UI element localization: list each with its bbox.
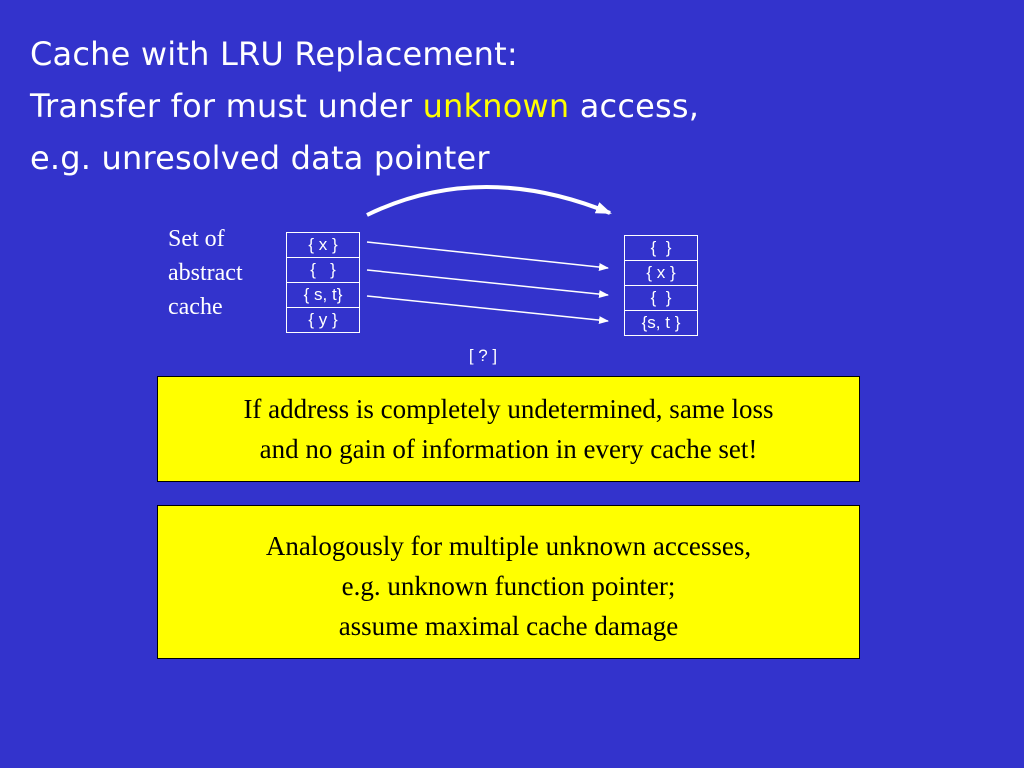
unknown-access-label: [ ? ] xyxy=(468,346,498,365)
mapping-arrow-y xyxy=(366,295,609,325)
note-1-line-2: and no gain of information in every cach… xyxy=(259,434,758,464)
cache-set-after: { } { x } { } {s, t } xyxy=(624,235,698,336)
set-label-line-2: abstract xyxy=(168,260,243,286)
title-line-1: Cache with LRU Replacement: xyxy=(30,35,518,73)
cache-set-before: { x } { } { s, t} { y } xyxy=(286,232,360,333)
title-line-3: e.g. unresolved data pointer xyxy=(30,139,490,177)
title-line-2-suffix: access, xyxy=(569,87,700,125)
cache-line: { s, t} xyxy=(287,282,359,307)
slide-title: Cache with LRU Replacement: Transfer for… xyxy=(30,28,990,184)
note-1-line-1: If address is completely undetermined, s… xyxy=(243,394,774,424)
set-label-line-1: Set of xyxy=(168,226,225,252)
title-line-2: Transfer for must under unknown access, xyxy=(30,80,990,132)
mapping-arrow-st xyxy=(366,269,609,299)
cache-line: {s, t } xyxy=(625,310,697,335)
set-label-line-3: cache xyxy=(168,294,223,320)
note-2-line-3: assume maximal cache damage xyxy=(338,611,679,641)
cache-line: { x } xyxy=(625,260,697,285)
cache-line: { } xyxy=(625,285,697,310)
title-highlight-unknown: unknown xyxy=(422,87,570,125)
cache-line: { } xyxy=(650,238,672,257)
mapping-arrow-x xyxy=(366,241,609,272)
title-line-2-prefix: Transfer for must under xyxy=(30,87,423,125)
note-multiple-unknown-accesses: Analogously for multiple unknown accesse… xyxy=(157,505,860,659)
transfer-curve-arrow xyxy=(366,185,612,217)
cache-line: { } xyxy=(287,257,359,282)
note-2-line-1: Analogously for multiple unknown accesse… xyxy=(265,531,752,561)
cache-line: { y } xyxy=(287,307,359,332)
note-2-line-2: e.g. unknown function pointer; xyxy=(341,571,676,601)
set-of-abstract-cache-label: Set of abstract cache xyxy=(168,222,243,324)
note-undetermined-address: If address is completely undetermined, s… xyxy=(157,376,860,482)
cache-line: { x } xyxy=(308,235,338,254)
